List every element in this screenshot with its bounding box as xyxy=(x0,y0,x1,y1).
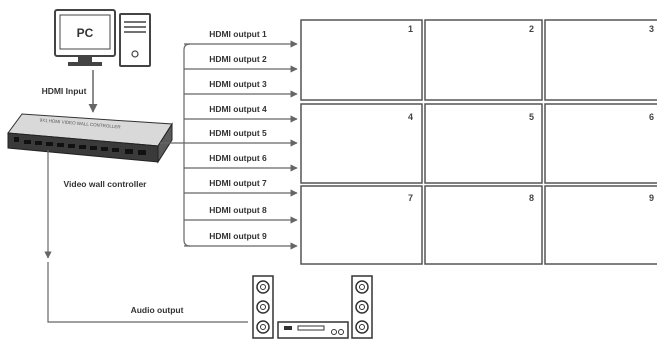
pc-label: PC xyxy=(77,26,94,40)
left-speaker-icon xyxy=(252,275,274,339)
output-row-7: HDMI output 7 xyxy=(184,178,298,197)
stereo-system-icon xyxy=(252,275,373,339)
wall-panel-7: 7 xyxy=(300,185,423,265)
output-row-4: HDMI output 4 xyxy=(184,104,298,123)
output-label: HDMI output 4 xyxy=(209,104,267,114)
output-label: HDMI output 6 xyxy=(209,153,267,163)
output-row-1: HDMI output 1 xyxy=(184,29,298,48)
output-row-6: HDMI output 6 xyxy=(184,153,298,172)
right-speaker-icon xyxy=(351,275,373,339)
output-label: HDMI output 2 xyxy=(209,54,267,64)
audio-line-out xyxy=(47,262,248,323)
output-row-8: HDMI output 8 xyxy=(184,205,298,224)
video-wall: 1 2 3 4 5 6 7 8 xyxy=(300,19,657,265)
panel-number: 6 xyxy=(649,112,654,122)
wall-panel-3: 3 xyxy=(544,19,657,101)
panel-number: 3 xyxy=(649,24,654,34)
wall-panel-2: 2 xyxy=(424,19,543,101)
output-bracket xyxy=(183,43,191,247)
wall-panel-8: 8 xyxy=(424,185,543,265)
wall-panel-9: 9 xyxy=(544,185,657,265)
output-list: HDMI output 1 HDMI output 2 HDMI output … xyxy=(184,29,298,250)
output-row-5: HDMI output 5 xyxy=(184,128,298,147)
output-label: HDMI output 8 xyxy=(209,205,267,215)
panel-number: 9 xyxy=(649,193,654,203)
output-row-2: HDMI output 2 xyxy=(184,54,298,73)
panel-number: 5 xyxy=(529,112,534,122)
output-label: HDMI output 1 xyxy=(209,29,267,39)
panel-number: 8 xyxy=(529,193,534,203)
amplifier-icon xyxy=(277,321,349,339)
wall-panel-5: 5 xyxy=(424,103,543,184)
controller-label: Video wall controller xyxy=(64,179,148,189)
panel-number: 7 xyxy=(408,193,413,203)
wall-panel-1: 1 xyxy=(300,19,423,101)
output-label: HDMI output 9 xyxy=(209,231,267,241)
output-label: HDMI output 5 xyxy=(209,128,267,138)
wall-panel-4: 4 xyxy=(300,103,423,184)
audio-output-label: Audio output xyxy=(131,305,184,315)
controller-ports xyxy=(24,140,146,155)
controller-device: 9X1 HDMI VIDEO WALL CONTROLLER xyxy=(7,113,173,164)
panel-number: 1 xyxy=(408,24,413,34)
panel-number: 4 xyxy=(408,112,413,122)
output-row-9: HDMI output 9 xyxy=(184,231,298,250)
output-label: HDMI output 3 xyxy=(209,79,267,89)
wall-panel-6: 6 xyxy=(544,103,657,184)
output-label: HDMI output 7 xyxy=(209,178,267,188)
hdmi-input-label: HDMI Input xyxy=(42,86,87,96)
output-row-3: HDMI output 3 xyxy=(184,79,298,98)
pc-icon: PC xyxy=(54,9,151,67)
panel-number: 2 xyxy=(529,24,534,34)
